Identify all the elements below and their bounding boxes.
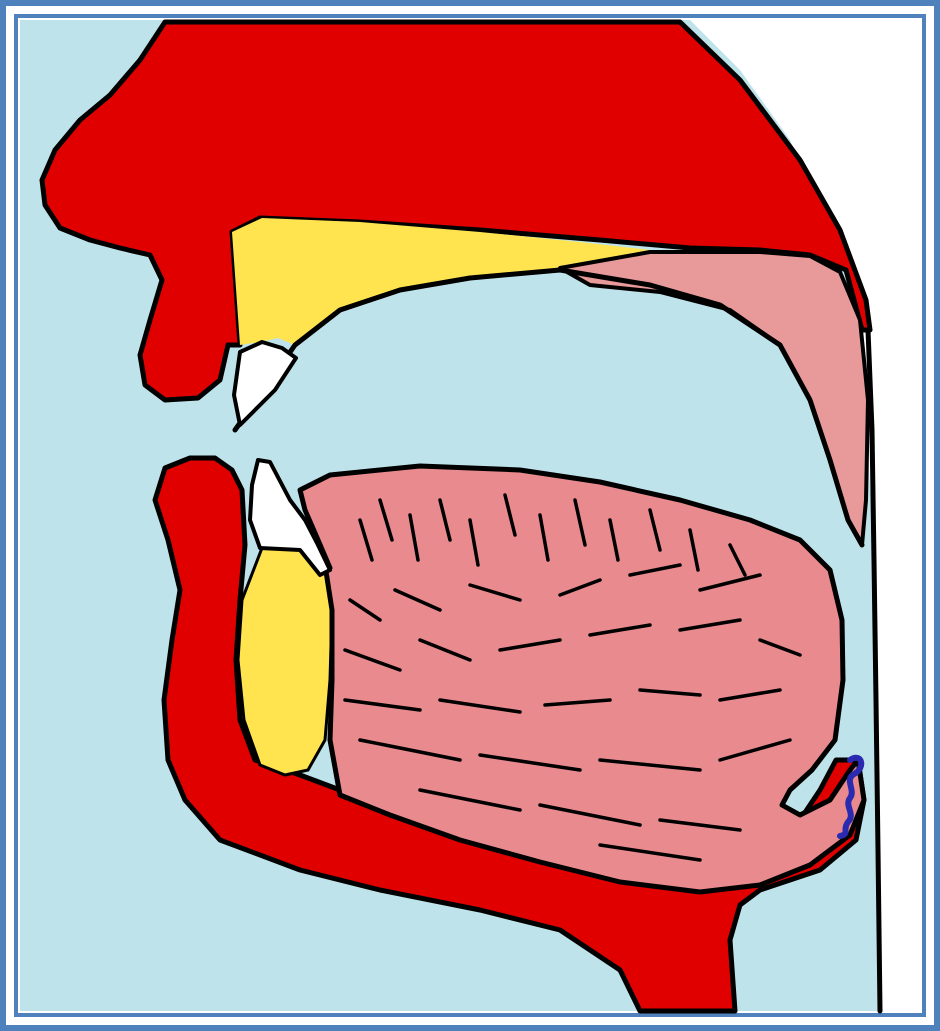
mandible-bone bbox=[238, 545, 332, 775]
